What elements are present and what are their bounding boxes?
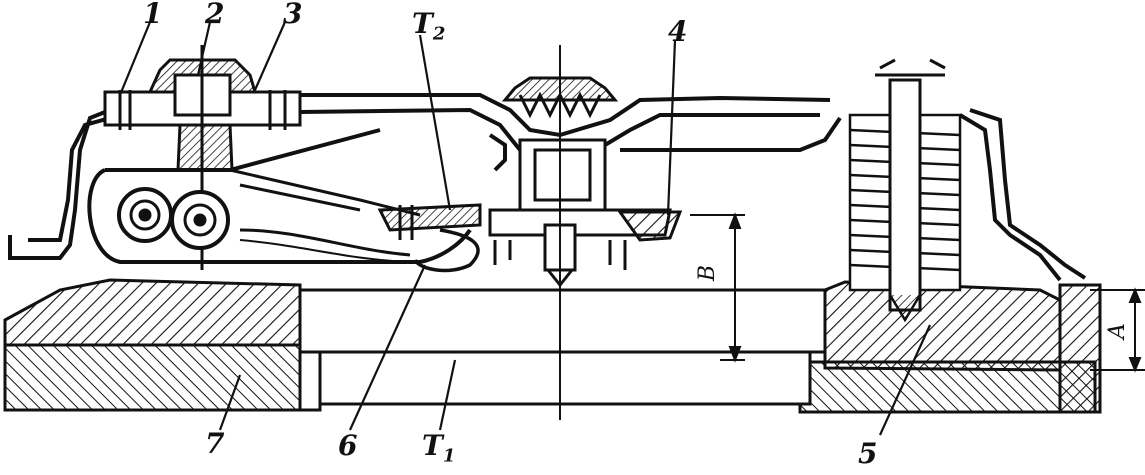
right-body-section bbox=[823, 280, 1102, 414]
label-t2: T2 bbox=[412, 7, 446, 45]
leader-lines bbox=[118, 21, 932, 436]
belt-and-rollers bbox=[87, 128, 472, 264]
label-7: 7 bbox=[205, 427, 225, 460]
dimension-label-a: A bbox=[1104, 323, 1130, 339]
dimension-a bbox=[1090, 287, 1145, 373]
central-cavity bbox=[298, 288, 827, 354]
label-2: 2 bbox=[205, 0, 225, 30]
spring-assembly-5 bbox=[848, 58, 962, 323]
label-6: 6 bbox=[338, 429, 358, 462]
label-3: 3 bbox=[283, 0, 303, 30]
dimension-b bbox=[690, 212, 745, 363]
left-body-section bbox=[3, 278, 302, 347]
label-t1: T1 bbox=[422, 429, 456, 467]
lever-6-and-contact bbox=[377, 203, 482, 273]
label-5: 5 bbox=[858, 437, 878, 470]
central-mechanism-4 bbox=[488, 76, 683, 288]
label-1: 1 bbox=[143, 0, 163, 30]
dimension-label-b: B bbox=[695, 264, 721, 282]
label-4: 4 bbox=[668, 15, 688, 48]
